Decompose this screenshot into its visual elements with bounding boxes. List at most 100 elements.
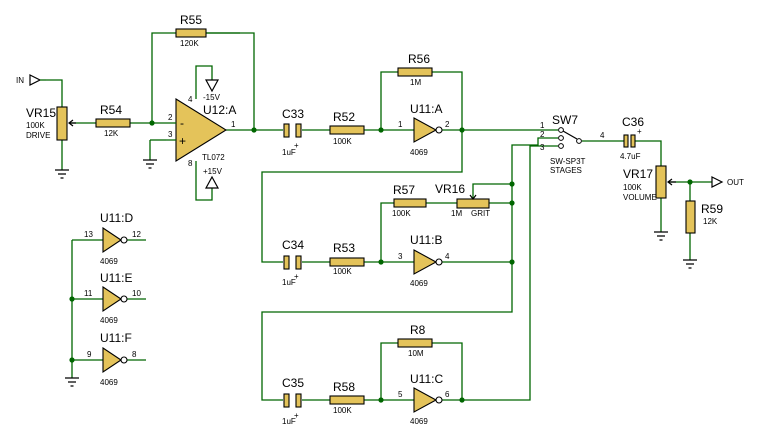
stage3-out-wire [442, 145, 558, 401]
capacitor-plate [623, 134, 629, 148]
pin-number: 2 [445, 120, 450, 129]
input-port: IN [16, 74, 46, 86]
pot-body [655, 165, 667, 199]
pin-number: 3 [540, 143, 545, 152]
capacitor-ref: C36 [622, 115, 644, 129]
junction [69, 357, 75, 363]
pin-number: 5 [398, 390, 403, 399]
resistor-ref: R8 [410, 323, 426, 337]
capacitor-polarity: + [294, 141, 299, 150]
junction [251, 127, 257, 133]
junction [509, 181, 515, 187]
pot-vr17: VR17 100K VOLUME [623, 165, 676, 202]
opamp-input-stubs [166, 122, 176, 141]
pin-number: 2 [540, 130, 545, 139]
inverter-ref: U11:D [100, 211, 133, 225]
inverter-part: 4069 [100, 378, 118, 387]
stage2-to-stage3-wire [261, 262, 513, 401]
capacitor-plate [630, 134, 636, 148]
pin-number: 3 [398, 252, 403, 261]
switch-common [576, 138, 582, 144]
switch-type: SW-SP3T [550, 157, 586, 166]
resistor-value: 100K [333, 406, 352, 415]
resistor-body [393, 198, 427, 208]
pot-label: VOLUME [623, 193, 657, 202]
r57-left-wire [380, 202, 394, 262]
capacitor-value: 1uF [282, 417, 296, 426]
c36-to-vr17-wire [634, 140, 662, 166]
switch-sw7: SW7 SW-SP3T STAGES 1 2 3 4 [540, 113, 605, 175]
inverter-ref: U11:B [410, 233, 442, 247]
output-port-label: OUT [727, 178, 744, 187]
capacitor-c35: C35 1uF + [282, 376, 304, 426]
wiper-arrow-icon [469, 194, 477, 200]
inverter-ref: U11:E [100, 271, 132, 285]
neg-supply: -15V [203, 79, 221, 102]
junction [69, 296, 75, 302]
stage2-out-wire [442, 137, 558, 263]
wiper-arrow-icon [68, 119, 76, 127]
pin-number: 9 [87, 350, 92, 359]
pin-number: 1 [398, 120, 403, 129]
capacitor-c36: C36 4.7uF + [620, 115, 644, 161]
opamp-u12a: - + U12:A TL072 2 3 1 4 8 [166, 95, 236, 168]
output-port-arrow [711, 176, 724, 188]
capacitor-plate [295, 123, 302, 138]
input-wire [46, 79, 63, 107]
opamp-plus-sign: + [179, 134, 186, 148]
capacitor-polarity: + [294, 411, 299, 420]
capacitor-c33: C33 1uF + [282, 107, 304, 157]
inverter-body [413, 117, 438, 143]
resistor-r55: R55 120K [175, 13, 207, 48]
opamp-ref: U12:A [203, 103, 236, 117]
resistor-r59: R59 12K [685, 200, 723, 234]
pos-supply-arrow-icon [204, 175, 220, 189]
resistor-body [685, 200, 696, 234]
inverter-ref: U11:C [410, 372, 443, 386]
pot-label: GRIT [471, 209, 490, 218]
capacitor-plate [283, 393, 290, 408]
junction [459, 127, 465, 133]
capacitor-value: 4.7uF [620, 152, 641, 161]
capacitor-polarity: + [637, 127, 642, 136]
resistor-value: 100K [333, 267, 352, 276]
capacitor-c34: C34 1uF + [282, 238, 304, 287]
inverter-body [102, 346, 122, 374]
resistor-ref: R56 [408, 52, 430, 66]
resistor-ref: R52 [333, 110, 355, 124]
pot-value: 1M [451, 209, 462, 218]
input-port-label: IN [16, 76, 24, 85]
opamp-body [175, 98, 228, 162]
wires [46, 32, 712, 401]
switch-contact [558, 135, 564, 141]
capacitor-polarity: + [294, 272, 299, 281]
inverter-u11a: U11:A 4069 1 2 [398, 102, 450, 157]
switch-label: STAGES [550, 166, 582, 175]
neg-supply-arrow-icon [204, 79, 220, 93]
inverter-u11b: U11:B 4069 3 4 [398, 233, 450, 288]
inverter-bubble [120, 295, 128, 303]
ground-icon [654, 231, 668, 241]
inverter-ref: U11:F [100, 331, 132, 345]
pot-vr15: VR15 100K DRIVE [26, 106, 76, 141]
inverter-part: 4069 [410, 417, 428, 426]
ground-icon [143, 159, 157, 169]
junction [459, 397, 465, 403]
junction [378, 127, 384, 133]
resistor-r52: R52 100K [329, 110, 365, 146]
junction [687, 179, 693, 185]
ground-icon [683, 259, 697, 269]
inverter-ref: U11:A [410, 102, 442, 116]
opamp-part: TL072 [202, 153, 225, 162]
resistor-value: 120K [180, 39, 199, 48]
capacitor-ref: C35 [282, 376, 304, 390]
pin-number: 4 [600, 131, 605, 140]
capacitor-value: 1uF [282, 148, 296, 157]
resistor-value: 12K [703, 217, 718, 226]
inverter-part: 4069 [410, 148, 428, 157]
inverter-bubble [120, 236, 128, 244]
pos-supply-wire [195, 161, 213, 201]
pot-value: 100K [26, 121, 45, 130]
inverter-body [413, 249, 438, 275]
